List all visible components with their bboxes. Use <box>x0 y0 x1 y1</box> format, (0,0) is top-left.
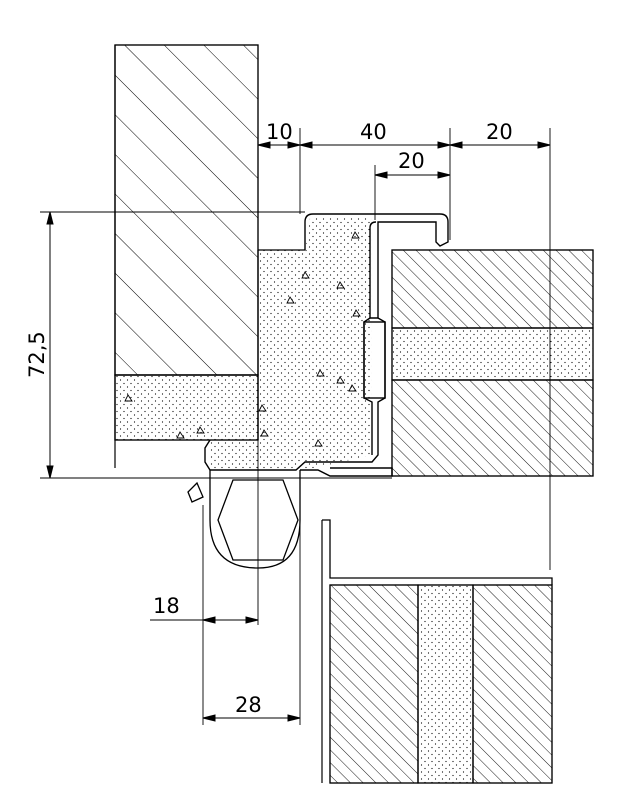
door-leaf-open <box>321 519 553 784</box>
wall-section <box>114 44 259 468</box>
dimension-20-top-label: 20 <box>486 120 513 144</box>
steel-frame-profile <box>204 213 449 477</box>
hinge-knuckle <box>187 470 301 569</box>
plaster-layer <box>114 374 259 441</box>
dimension-28-label: 28 <box>235 693 262 717</box>
dimension-10-label: 10 <box>266 120 293 144</box>
extension-lines <box>40 128 551 725</box>
dimension-18-label: 18 <box>153 594 180 618</box>
dimension-40-label: 40 <box>360 120 387 144</box>
dimension-72-5-label: 72,5 <box>25 331 49 378</box>
dimension-20-inner-label: 20 <box>398 149 425 173</box>
door-leaf-closed <box>391 249 594 477</box>
dimension-lines <box>46 141 551 722</box>
